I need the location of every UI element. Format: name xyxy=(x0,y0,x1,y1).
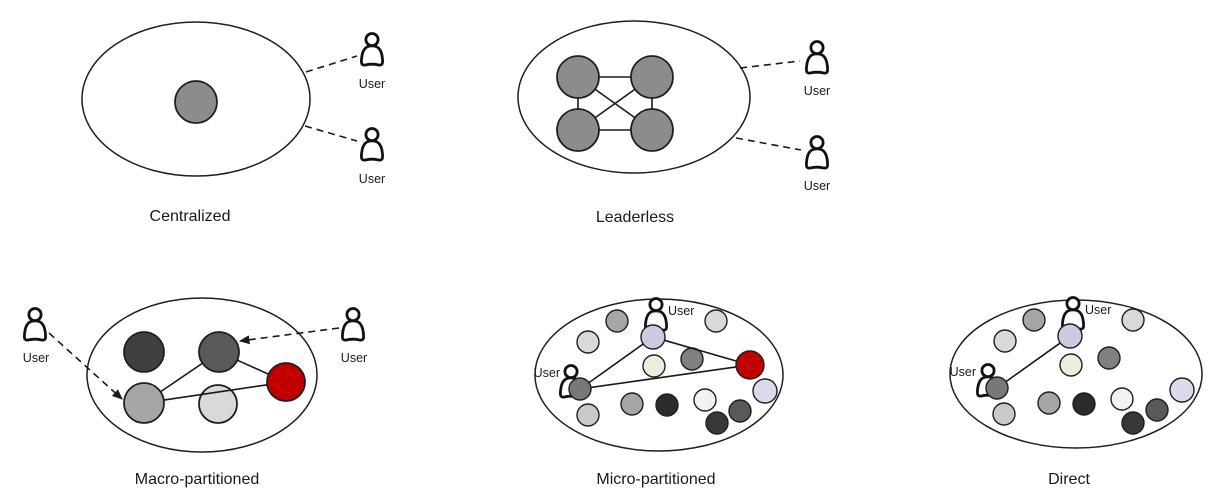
replica-node xyxy=(556,55,600,99)
replication-edge xyxy=(588,343,644,384)
user-icon xyxy=(804,40,830,75)
replica-node xyxy=(640,324,666,350)
user-label: User xyxy=(534,366,560,380)
replica-node xyxy=(704,309,728,333)
replica-node xyxy=(1169,377,1195,403)
caption-direct: Direct xyxy=(1048,471,1090,488)
replication-edge xyxy=(590,366,737,389)
replica-node xyxy=(620,392,644,416)
user-label: User xyxy=(23,351,49,365)
replica-node xyxy=(576,403,600,427)
replica-node xyxy=(705,411,729,435)
replica-node xyxy=(1059,353,1083,377)
replication-edge xyxy=(163,383,268,401)
user-label: User xyxy=(804,84,830,98)
user-label: User xyxy=(1085,303,1111,317)
replica-node xyxy=(556,108,600,152)
replication-edge xyxy=(1005,342,1061,383)
replica-node xyxy=(1072,392,1096,416)
caption-micro-partitioned: Micro-partitioned xyxy=(596,471,716,488)
user-connection-dashed-link xyxy=(48,332,123,400)
replica-node xyxy=(198,331,240,373)
user-connection-dashed-link xyxy=(739,60,801,69)
diagram-macro-partitioned: User User xyxy=(22,297,367,453)
user-icon xyxy=(359,127,385,162)
replica-node xyxy=(728,399,752,423)
user-icon xyxy=(22,307,48,342)
replica-node xyxy=(735,350,765,380)
replication-edge xyxy=(236,359,269,375)
user-label: User xyxy=(341,351,367,365)
user-icon xyxy=(359,32,385,67)
replica-node xyxy=(198,384,238,424)
replica-node xyxy=(992,402,1016,426)
user-connection-dashed-link xyxy=(305,55,358,73)
replica-node xyxy=(174,80,218,124)
user-connection-dashed-link xyxy=(239,327,340,345)
replica-node xyxy=(1037,391,1061,415)
replica-node xyxy=(993,329,1017,353)
replica-node xyxy=(1121,411,1145,435)
user-label: User xyxy=(359,172,385,186)
replica-node xyxy=(1097,346,1121,370)
replica-node xyxy=(568,377,592,401)
user-label: User xyxy=(668,304,694,318)
replica-node xyxy=(655,393,679,417)
user-icon xyxy=(340,307,366,342)
caption-centralized: Centralized xyxy=(149,208,231,225)
replica-node xyxy=(752,378,778,404)
replication-edge xyxy=(160,362,203,393)
replication-edge xyxy=(594,88,636,119)
user-label: User xyxy=(804,179,830,193)
replica-node xyxy=(576,330,600,354)
user-connection-dashed-link xyxy=(304,125,358,142)
user-label: User xyxy=(950,365,976,379)
system-boundary-ellipse xyxy=(517,20,751,174)
replica-node xyxy=(693,388,717,412)
user-icon xyxy=(804,135,830,170)
replica-node xyxy=(1145,398,1169,422)
replica-node xyxy=(1121,308,1145,332)
replica-node xyxy=(985,376,1009,400)
replication-edge xyxy=(664,339,737,362)
user-label: User xyxy=(359,77,385,91)
replica-node xyxy=(123,382,165,424)
replica-node xyxy=(266,362,306,402)
replica-node xyxy=(642,354,666,378)
user-connection-dashed-link xyxy=(735,137,802,151)
replica-node xyxy=(630,108,674,152)
replica-node xyxy=(1110,387,1134,411)
caption-leaderless: Leaderless xyxy=(595,209,675,226)
replica-node xyxy=(605,309,629,333)
replica-node xyxy=(1057,323,1083,349)
replica-node xyxy=(630,55,674,99)
replica-node xyxy=(123,331,165,373)
caption-macro-partitioned: Macro-partitioned xyxy=(134,471,260,488)
replica-node xyxy=(1022,308,1046,332)
